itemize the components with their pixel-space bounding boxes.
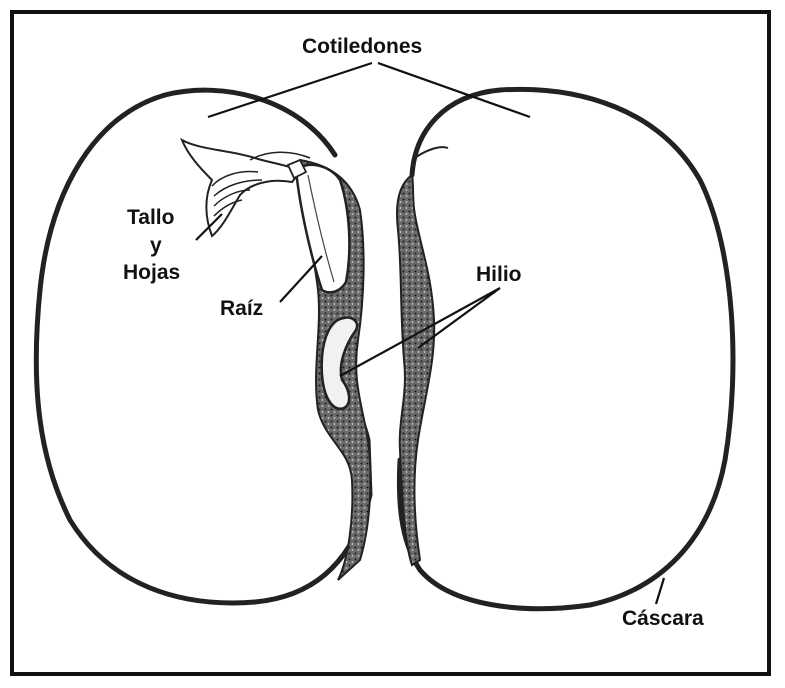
stem-leaves-shape bbox=[182, 140, 300, 236]
right-cotyledon-shell bbox=[399, 89, 733, 608]
label-cotiledones: Cotiledones bbox=[302, 36, 422, 57]
label-y: y bbox=[150, 235, 162, 256]
root-shape bbox=[296, 165, 349, 293]
label-hilio: Hilio bbox=[476, 264, 522, 285]
label-tallo: Tallo bbox=[127, 207, 174, 228]
label-hojas: Hojas bbox=[123, 262, 180, 283]
cascara-leader bbox=[656, 578, 664, 604]
label-cascara: Cáscara bbox=[622, 608, 704, 629]
right-inner-band bbox=[397, 175, 434, 565]
label-raiz: Raíz bbox=[220, 298, 263, 319]
